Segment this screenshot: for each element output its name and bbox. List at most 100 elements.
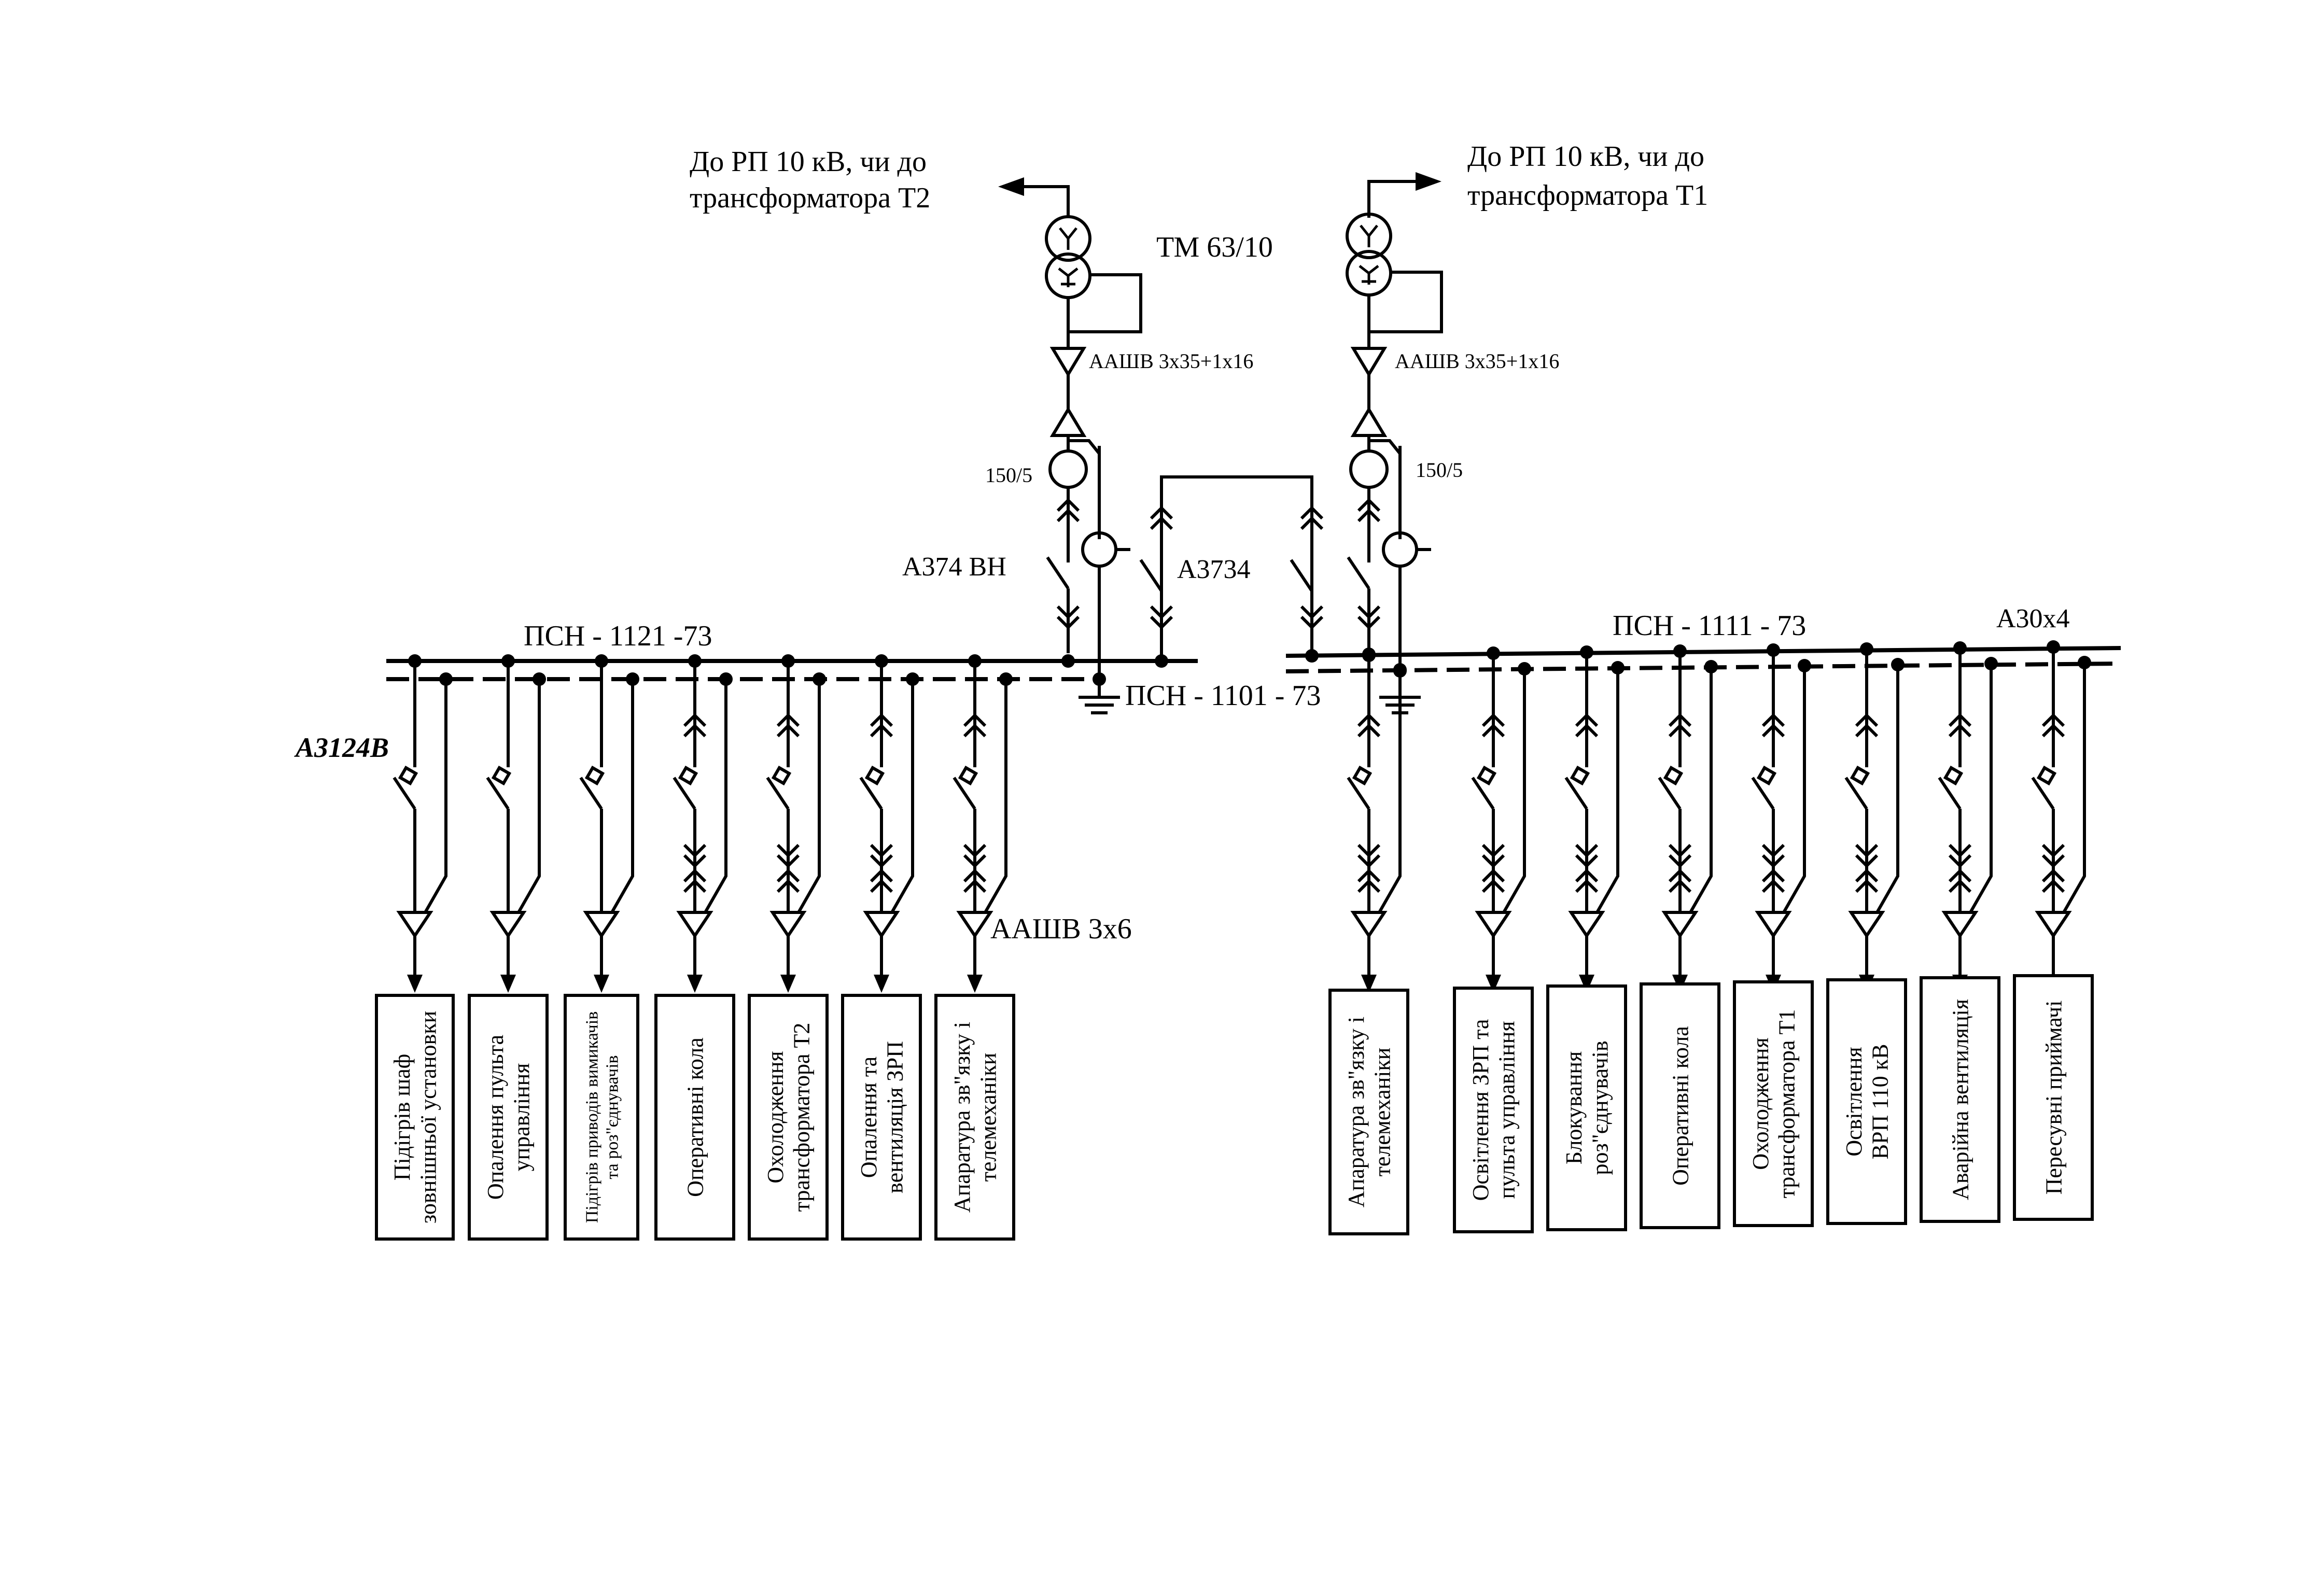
left-bus-label: ПСН - 1121 -73 — [524, 620, 712, 652]
load-label: та роз"єднувачів — [603, 1055, 622, 1179]
breaker-contact-icon — [486, 777, 510, 810]
load-label: Пересувні приймачі — [2041, 1001, 2066, 1195]
trip-element-icon — [1850, 765, 1870, 786]
load-box — [748, 994, 829, 1241]
trip-element-icon — [584, 765, 605, 786]
cable-termination-icon — [2035, 911, 2072, 939]
cable-termination-icon — [1350, 911, 1388, 939]
feeder: Пересувні приймачі — [2013, 640, 2094, 1221]
arrow-down-icon — [687, 975, 703, 993]
breaker-contact-icon — [1938, 777, 1962, 810]
load-label: Охолодження — [1748, 1037, 1773, 1170]
load-label: роз"єднувачів — [1588, 1040, 1613, 1175]
cable-termination-icon — [1755, 911, 1792, 939]
cable-termination-icon — [1661, 911, 1699, 939]
load-box — [841, 994, 922, 1241]
load-label: вентиляція ЗРП — [883, 1041, 908, 1193]
left-supply-column — [998, 177, 1142, 714]
trip-element-icon — [2036, 765, 2057, 786]
arrow-down-icon — [407, 975, 423, 993]
right-neutral-bar — [1285, 662, 2121, 673]
feeder: Оперативні кола — [654, 654, 735, 1241]
load-label: Охолодження — [763, 1051, 788, 1183]
left-breaker-label: А374 ВН — [902, 552, 1006, 582]
trip-element-icon — [1756, 765, 1777, 786]
right-bus-label: ПСН - 1111 - 73 — [1613, 610, 1806, 642]
load-label: Опалення пульта — [483, 1035, 508, 1200]
load-label: ВРП 110 кВ — [1868, 1044, 1893, 1160]
load-box — [468, 994, 549, 1241]
trip-element-icon — [1943, 765, 1964, 786]
current-transformer-icon — [1349, 449, 1389, 489]
breaker-contact-icon — [1471, 777, 1495, 810]
load-box — [2013, 974, 2094, 1221]
right-breaker-label: А30х4 — [1996, 604, 2070, 634]
breaker-contact-icon — [1347, 556, 1370, 589]
load-label: Опалення та — [856, 1057, 881, 1178]
feeder-cable-label: ААШВ 3х6 — [990, 913, 1132, 945]
load-label: управління — [509, 1063, 535, 1172]
arrow-down-icon — [967, 975, 983, 993]
load-label: трансформатора Т2 — [789, 1023, 815, 1212]
cable-termination-icon — [489, 911, 527, 939]
breaker-contact-icon — [1347, 777, 1370, 810]
load-label: Аварійна вентиляція — [1948, 999, 1973, 1200]
breaker-contact-icon — [393, 777, 416, 810]
breaker-contact-icon — [1658, 777, 1682, 810]
load-label: трансформатора Т1 — [1774, 1009, 1800, 1199]
load-label: телемеханіки — [1370, 1048, 1395, 1177]
load-label: телемеханіки — [976, 1053, 1001, 1182]
arrow-right-icon — [1416, 172, 1441, 191]
cable-termination-icon — [769, 911, 807, 939]
right-cable-label: ААШВ 3х35+1х16 — [1395, 349, 1559, 373]
trip-element-icon — [1476, 765, 1497, 786]
tie-breaker-label: А3734 — [1177, 555, 1251, 584]
tie-breaker-section — [1139, 475, 1324, 658]
right-source-label-line1: До РП 10 кВ, чи до — [1467, 140, 1704, 173]
trip-element-icon — [398, 765, 418, 786]
feeder-breaker-label: А3124В — [294, 732, 389, 763]
cable-termination-icon — [1049, 406, 1087, 437]
cable-termination-icon — [583, 911, 620, 939]
left-ct-label: 150/5 — [985, 463, 1032, 487]
breaker-contact-icon — [1564, 777, 1588, 810]
load-box — [564, 994, 639, 1241]
trip-element-icon — [491, 765, 512, 786]
left-cable-label: ААШВ 3х35+1х16 — [1089, 349, 1253, 373]
cable-termination-icon — [1350, 406, 1388, 437]
feeder: Оперативні кола — [1640, 644, 1720, 1229]
breaker-contact-icon — [579, 777, 603, 810]
transformer-label: ТМ 63/10 — [1156, 231, 1273, 263]
breaker-contact-icon — [1751, 777, 1775, 810]
left-source-label-line1: До РП 10 кВ, чи до — [690, 146, 927, 178]
trip-element-icon — [1352, 765, 1373, 786]
right-source-label-line2: трансформатора Т1 — [1467, 179, 1708, 212]
load-label: Підігрів шаф — [389, 1054, 415, 1181]
trip-element-icon — [864, 765, 885, 786]
breaker-contact-icon — [859, 777, 883, 810]
transformer-winding-hv-icon — [1346, 213, 1392, 259]
cable-termination-icon — [676, 911, 713, 939]
load-box — [1453, 987, 1534, 1233]
load-label: Апаратура зв"язку і — [1343, 1017, 1369, 1207]
load-label: Блокування — [1561, 1051, 1587, 1164]
cable-termination-icon — [1049, 347, 1087, 377]
breaker-contact-icon — [673, 777, 696, 810]
right-ct-label: 150/5 — [1416, 458, 1463, 482]
load-label: Підігрів приводів вимикачів — [582, 1011, 601, 1223]
cable-termination-icon — [396, 911, 433, 939]
load-box — [654, 994, 735, 1241]
arrow-down-icon — [594, 975, 609, 993]
cable-termination-icon — [863, 911, 900, 939]
load-label: Оперативні кола — [1668, 1026, 1693, 1186]
